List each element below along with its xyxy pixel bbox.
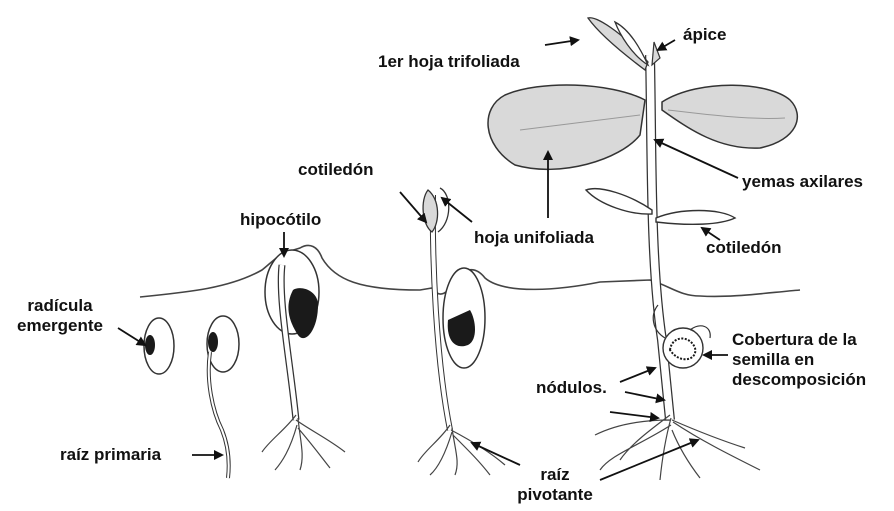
label-raiz-pivotante: raíz pivotante <box>505 465 605 505</box>
label-cobertura-line1: Cobertura de la <box>732 330 866 350</box>
seedling-stage-3 <box>262 250 345 470</box>
arrow-icon <box>118 328 145 345</box>
arrow-icon <box>545 40 578 45</box>
arrow-icon <box>658 40 675 50</box>
label-raiz-pivotante-line1: raíz <box>505 465 605 485</box>
label-nodulos: nódulos. <box>536 378 607 398</box>
label-raiz-primaria: raíz primaria <box>60 445 161 465</box>
arrows <box>118 40 738 480</box>
label-cobertura: Cobertura de la semilla en descomposició… <box>732 330 866 390</box>
label-yemas-axilares: yemas axilares <box>742 172 863 192</box>
seed-stage-1 <box>144 318 174 374</box>
leaf-icon <box>488 85 645 169</box>
arrow-icon <box>610 412 658 418</box>
seed-stage-2 <box>207 316 239 478</box>
label-apice: ápice <box>683 25 726 45</box>
label-radicula-line1: radícula <box>4 296 116 316</box>
arrow-icon <box>620 368 655 382</box>
arrow-icon <box>400 192 426 222</box>
label-primer-hoja-trifoliada: 1er hoja trifoliada <box>378 52 520 72</box>
label-cotiledon-right: cotiledón <box>706 238 782 258</box>
label-cobertura-line2: semilla en <box>732 350 866 370</box>
label-hoja-unifoliada: hoja unifoliada <box>474 228 594 248</box>
label-hipocotilo: hipocótilo <box>240 210 321 230</box>
arrow-icon <box>600 440 698 480</box>
label-raiz-pivotante-line2: pivotante <box>505 485 605 505</box>
arrow-icon <box>655 140 738 178</box>
label-cotiledon-top: cotiledón <box>298 160 374 180</box>
label-cobertura-line3: descomposición <box>732 370 866 390</box>
label-radicula-line2: emergente <box>4 316 116 336</box>
label-radicula-emergente: radícula emergente <box>4 296 116 336</box>
arrow-icon <box>625 392 664 400</box>
